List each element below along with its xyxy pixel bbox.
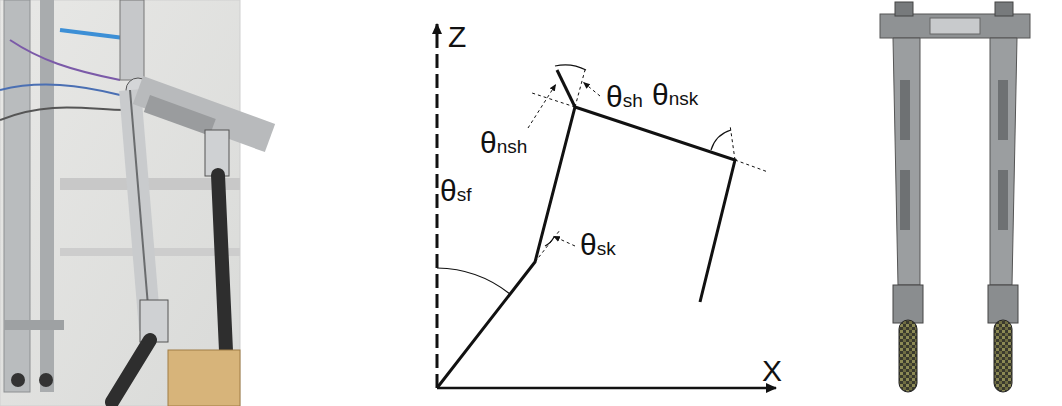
cad-render [880,2,1030,392]
angle-label: θsf [440,176,471,206]
angle-label: θnsk [652,80,698,110]
axis-label: X [762,356,782,386]
angle-label: θnsh [480,128,527,158]
robot-photo [0,0,270,406]
angle-label: θsh [606,82,643,112]
kinematic-diagram [437,24,776,388]
axis-label: Z [448,22,466,52]
angle-label: θsk [580,230,616,260]
